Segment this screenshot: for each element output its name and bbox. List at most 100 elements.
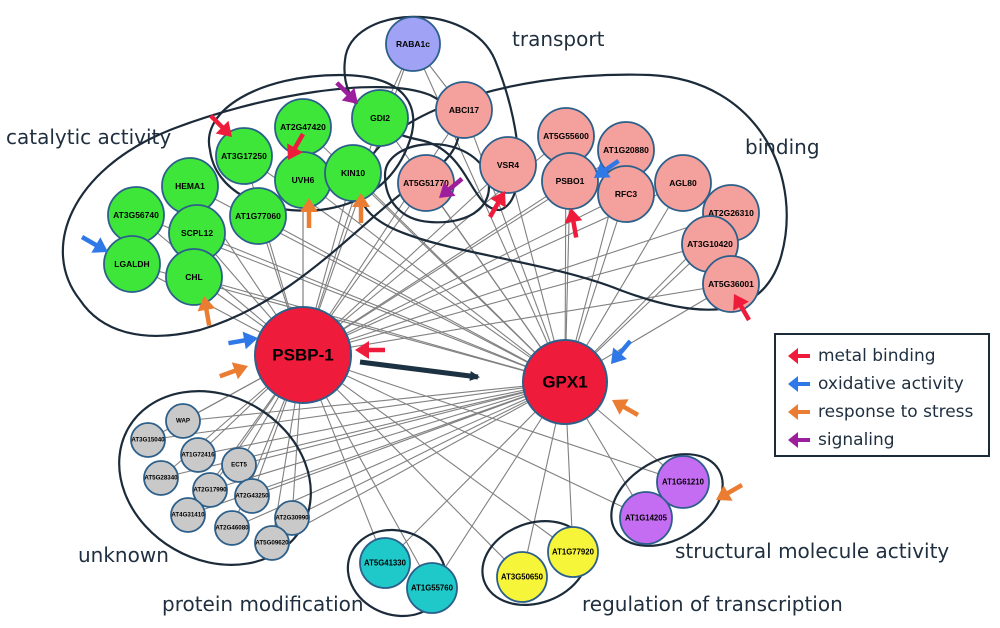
node-circle [597, 165, 655, 223]
node-label: AT1G20880 [603, 145, 649, 155]
network-edge [196, 232, 566, 383]
node-at5g51770[interactable]: AT5G51770 [397, 154, 455, 212]
label-catalytic: catalytic activity [6, 125, 171, 149]
node-label: AT1G77920 [552, 548, 595, 557]
node-label: UVH6 [292, 175, 315, 185]
node-rfc3[interactable]: RFC3 [597, 165, 655, 223]
arrow-head [716, 485, 733, 501]
node-label: AT1G55760 [411, 584, 454, 593]
node-circle [130, 422, 166, 458]
arrow-head [564, 208, 583, 224]
node-circle [170, 497, 206, 533]
node-at5g09620[interactable]: AT5G09620 [254, 525, 290, 561]
arrow-head [341, 87, 358, 104]
node-chl[interactable]: CHL [165, 248, 223, 306]
node-at2g17990[interactable]: AT2G17990 [192, 472, 228, 508]
node-raba1c[interactable]: RABA1c [385, 16, 441, 72]
node-label: AT3G15040 [131, 437, 165, 444]
arrow-head [300, 198, 318, 212]
node-kin10[interactable]: KIN10 [324, 144, 382, 202]
node-label: LGALDH [114, 259, 149, 269]
node-circle [479, 136, 537, 194]
node-at1g72416[interactable]: AT1G72416 [180, 437, 216, 473]
node-label: AT1G72416 [181, 452, 215, 459]
node-label: VSR4 [497, 160, 519, 170]
node-circle [656, 455, 710, 509]
node-circle [221, 447, 257, 483]
node-label: PSBO1 [556, 176, 585, 186]
node-circle [274, 500, 310, 536]
node-label: AT5G41330 [364, 559, 407, 568]
node-label: GDI2 [370, 113, 390, 123]
node-at1g77060[interactable]: AT1G77060 [229, 187, 287, 245]
network-edge [302, 354, 574, 553]
node-label: AT3G10420 [687, 239, 733, 249]
node-circle [215, 127, 273, 185]
label-structural: structural molecule activity [675, 539, 949, 563]
psbp-label: PSBP-1 [272, 346, 333, 365]
node-at3g50650[interactable]: AT3G50650 [496, 551, 548, 603]
node-at1g55760[interactable]: AT1G55760 [406, 562, 458, 614]
network-edge [197, 381, 566, 456]
node-at5g41330[interactable]: AT5G41330 [359, 537, 411, 589]
node-at1g14205[interactable]: AT1G14205 [619, 491, 673, 545]
node-lgaldh[interactable]: LGALDH [103, 235, 161, 293]
metal-annotation-arrow-icon [355, 341, 385, 359]
node-at2g46080[interactable]: AT2G46080 [214, 510, 250, 546]
signaling-annotation-arrow-icon [439, 176, 464, 198]
node-circle [435, 81, 493, 139]
node-gdi2[interactable]: GDI2 [351, 89, 409, 147]
gpx-label: GPX1 [542, 373, 587, 392]
node-at1g77920[interactable]: AT1G77920 [547, 526, 599, 578]
metal-annotation-arrow-icon [564, 208, 583, 238]
node-at4g31410[interactable]: AT4G31410 [170, 497, 206, 533]
node-label: WAP [176, 418, 190, 425]
node-at5g36001[interactable]: AT5G36001 [702, 255, 760, 313]
node-label: KIN10 [341, 168, 365, 178]
node-circle [702, 255, 760, 313]
node-ect5[interactable]: ECT5 [221, 447, 257, 483]
node-label: AT3G56740 [113, 210, 159, 220]
legend-oxidative: oxidative activity [786, 372, 964, 396]
signaling-annotation-arrow-icon [335, 81, 358, 104]
hub-gpx[interactable]: GPX1 [522, 339, 608, 425]
hub-psbp[interactable]: PSBP-1 [254, 306, 352, 404]
network-edge [302, 283, 732, 356]
node-at2g30990[interactable]: AT2G30990 [274, 500, 310, 536]
network-edge [257, 215, 566, 383]
node-agl80[interactable]: AGL80 [654, 154, 712, 212]
network-edge [302, 354, 523, 578]
node-uvh6[interactable]: UVH6 [274, 151, 332, 209]
node-vsr4[interactable]: VSR4 [479, 136, 537, 194]
network-edge [302, 354, 684, 483]
stress-annotation-arrow-icon [197, 296, 216, 326]
node-at1g61210[interactable]: AT1G61210 [656, 455, 710, 509]
label-transport: transport [512, 27, 605, 51]
legend-metal: metal binding [786, 344, 936, 368]
node-label: ECT5 [231, 462, 247, 469]
node-wap[interactable]: WAP [165, 403, 201, 439]
node-psbo1[interactable]: PSBO1 [541, 152, 599, 210]
node-at5g28340[interactable]: AT5G28340 [143, 460, 179, 496]
node-label: AT1G61210 [662, 478, 705, 487]
purple-arrow-icon [788, 432, 810, 448]
label-protein-mod: protein modification [162, 592, 364, 616]
node-circle [180, 437, 216, 473]
node-label: AT3G17250 [221, 151, 267, 161]
node-at2g47420[interactable]: AT2G47420 [274, 98, 332, 156]
node-at3g17250[interactable]: AT3G17250 [215, 127, 273, 185]
arrow-head [594, 162, 611, 178]
blue-arrow-icon [788, 376, 810, 392]
metal-annotation-arrow-icon [287, 132, 305, 160]
node-abci17[interactable]: ABCI17 [435, 81, 493, 139]
node-at2g43250[interactable]: AT2G43250 [234, 478, 270, 514]
node-at3g15040[interactable]: AT3G15040 [130, 422, 166, 458]
network-edge [302, 180, 571, 356]
node-circle [192, 472, 228, 508]
stress-annotation-arrow-icon [300, 198, 318, 228]
node-label: AT2G43250 [235, 493, 269, 500]
node-label: AT2G26310 [708, 208, 754, 218]
node-at3g56740[interactable]: AT3G56740 [107, 186, 165, 244]
oxidative-annotation-arrow-icon [594, 158, 620, 178]
